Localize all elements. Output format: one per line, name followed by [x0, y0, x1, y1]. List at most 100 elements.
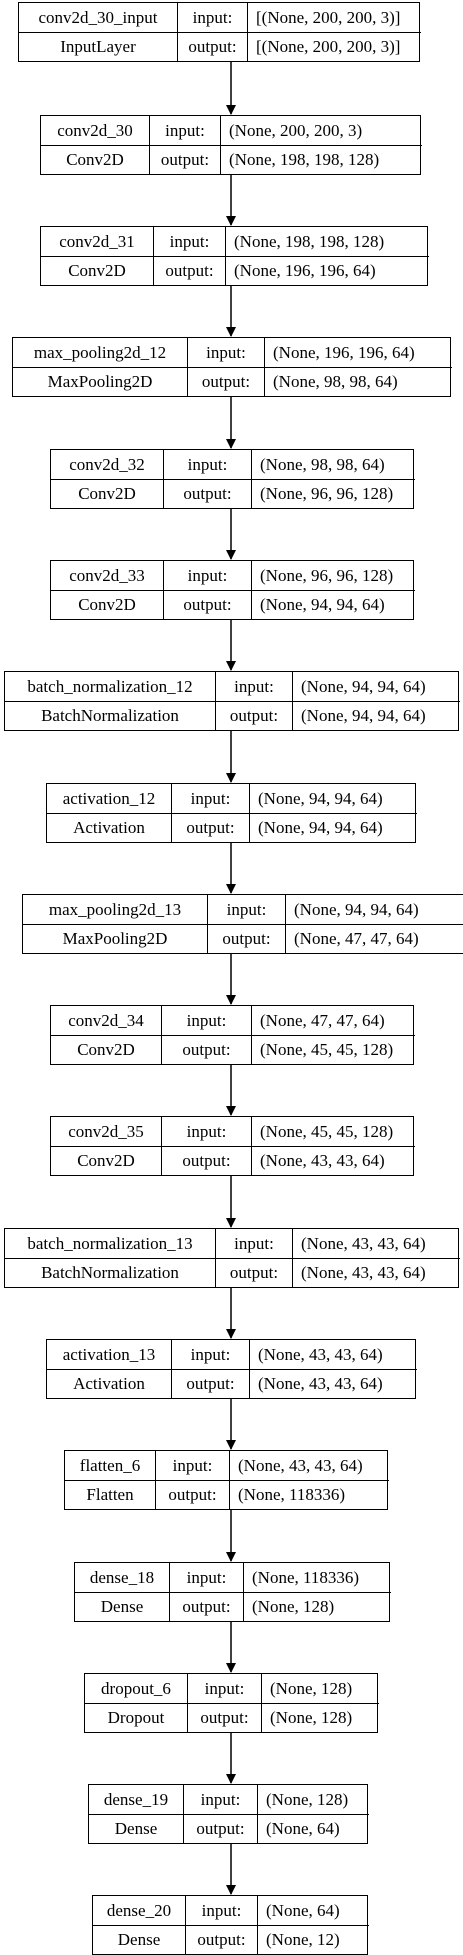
input-shape: [(None, 200, 200, 3)] — [247, 3, 421, 32]
input-shape: (None, 64) — [257, 1896, 369, 1925]
output-label: output: — [161, 1147, 251, 1175]
layer-name: batch_normalization_13 — [27, 1233, 193, 1253]
input-shape: (None, 43, 43, 64) — [229, 1451, 389, 1480]
output-label: output: — [161, 1036, 251, 1064]
input-shape: (None, 94, 94, 64) — [285, 895, 463, 924]
output-shape: (None, 94, 94, 64) — [292, 702, 460, 730]
output-label: output: — [187, 1704, 261, 1732]
layer-name: dense_19 — [103, 1789, 169, 1809]
input-label: input: — [149, 116, 220, 145]
input-shape: (None, 128) — [261, 1674, 379, 1703]
output-shape: (None, 64) — [257, 1815, 369, 1843]
output-shape: (None, 43, 43, 64) — [251, 1147, 415, 1175]
input-shape: (None, 96, 96, 128) — [251, 561, 415, 590]
layer-type: Conv2D — [78, 484, 136, 503]
output-label: output: — [169, 1593, 243, 1621]
input-shape: (None, 47, 47, 64) — [251, 1006, 415, 1035]
layer-name: max_pooling2d_12 — [33, 342, 167, 362]
input-label: input: — [177, 3, 247, 32]
layer-type: BatchNormalization — [41, 706, 179, 725]
output-shape: (None, 94, 94, 64) — [251, 591, 415, 619]
output-shape: (None, 128) — [261, 1704, 379, 1732]
input-shape: (None, 45, 45, 128) — [251, 1117, 415, 1146]
layer-name: conv2d_31 — [59, 231, 135, 251]
layer-type: Conv2D — [68, 261, 126, 280]
input-shape: (None, 94, 94, 64) — [249, 784, 417, 813]
layer-name: flatten_6 — [79, 1455, 141, 1475]
output-shape: [(None, 200, 200, 3)] — [247, 33, 421, 61]
input-label: input: — [153, 227, 225, 256]
input-shape: (None, 198, 198, 128) — [225, 227, 429, 256]
output-label: output: — [163, 591, 251, 619]
input-label: input: — [187, 1674, 261, 1703]
input-shape: (None, 98, 98, 64) — [251, 450, 415, 479]
output-shape: (None, 118336) — [229, 1481, 389, 1509]
input-label: input: — [183, 1785, 257, 1814]
layer-input-row: flatten_6 input:(None, 43, 43, 64) — [65, 1451, 389, 1480]
layer-name: dense_18 — [89, 1567, 155, 1587]
input-label: input: — [163, 561, 251, 590]
input-label: input: — [169, 1563, 243, 1592]
output-label: output: — [215, 1259, 292, 1287]
output-shape: (None, 47, 47, 64) — [285, 925, 463, 953]
layer-name: batch_normalization_12 — [27, 676, 193, 696]
output-shape: (None, 94, 94, 64) — [249, 814, 417, 842]
output-label: output: — [177, 33, 247, 61]
layer-node-batch-normalization-13: batch_normalization_13 input:(None, 43, 4… — [4, 1228, 460, 1288]
layer-type: Flatten — [86, 1485, 134, 1504]
input-label: input: — [215, 1229, 292, 1258]
output-label: output: — [187, 368, 264, 396]
layer-input-row: conv2d_33 input:(None, 96, 96, 128) — [51, 561, 415, 590]
layer-type: Conv2D — [66, 150, 124, 169]
output-shape: (None, 96, 96, 128) — [251, 480, 415, 508]
layer-name: dropout_6 — [101, 1678, 171, 1698]
input-label: input: — [171, 1340, 249, 1369]
layer-name: conv2d_32 — [69, 454, 145, 474]
layer-type: MaxPooling2D — [47, 372, 153, 391]
layer-type: BatchNormalization — [41, 1263, 179, 1282]
output-label: output: — [171, 814, 249, 842]
output-shape: (None, 43, 43, 64) — [292, 1259, 460, 1287]
layer-input-row: conv2d_31 input:(None, 198, 198, 128) — [41, 227, 429, 256]
output-shape: (None, 198, 198, 128) — [220, 146, 422, 174]
input-label: input: — [215, 672, 292, 701]
input-label: input: — [155, 1451, 229, 1480]
layer-name: conv2d_33 — [69, 565, 145, 585]
layer-type: Conv2D — [77, 1040, 135, 1059]
output-shape: (None, 45, 45, 128) — [251, 1036, 415, 1064]
input-label: input: — [163, 450, 251, 479]
output-label: output: — [183, 1815, 257, 1843]
output-shape: (None, 128) — [243, 1593, 391, 1621]
input-shape: (None, 200, 200, 3) — [220, 116, 422, 145]
layer-node-conv2d-33: conv2d_33 input:(None, 96, 96, 128)Conv2D… — [50, 560, 415, 620]
